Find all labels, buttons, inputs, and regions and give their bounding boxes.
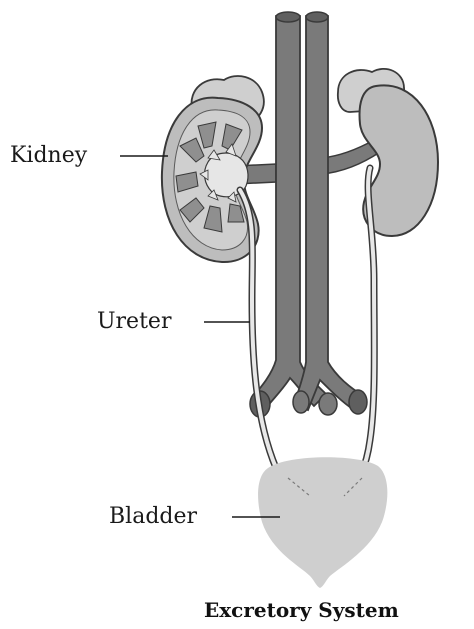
- iliac-vessel-end: [293, 391, 309, 413]
- bladder: [258, 457, 387, 588]
- bladder-label: Bladder: [109, 506, 197, 528]
- kidney-label: Kidney: [10, 145, 87, 167]
- ureter-label: Ureter: [97, 311, 171, 333]
- vena-cava-opening: [276, 12, 300, 22]
- right-ureter-lumen: [344, 168, 374, 500]
- iliac-vessel-end: [319, 393, 337, 415]
- iliac-vessel-end: [349, 390, 367, 414]
- figure-caption: Excretory System: [204, 600, 399, 620]
- left-kidney: [162, 98, 262, 262]
- aorta-opening: [306, 12, 328, 22]
